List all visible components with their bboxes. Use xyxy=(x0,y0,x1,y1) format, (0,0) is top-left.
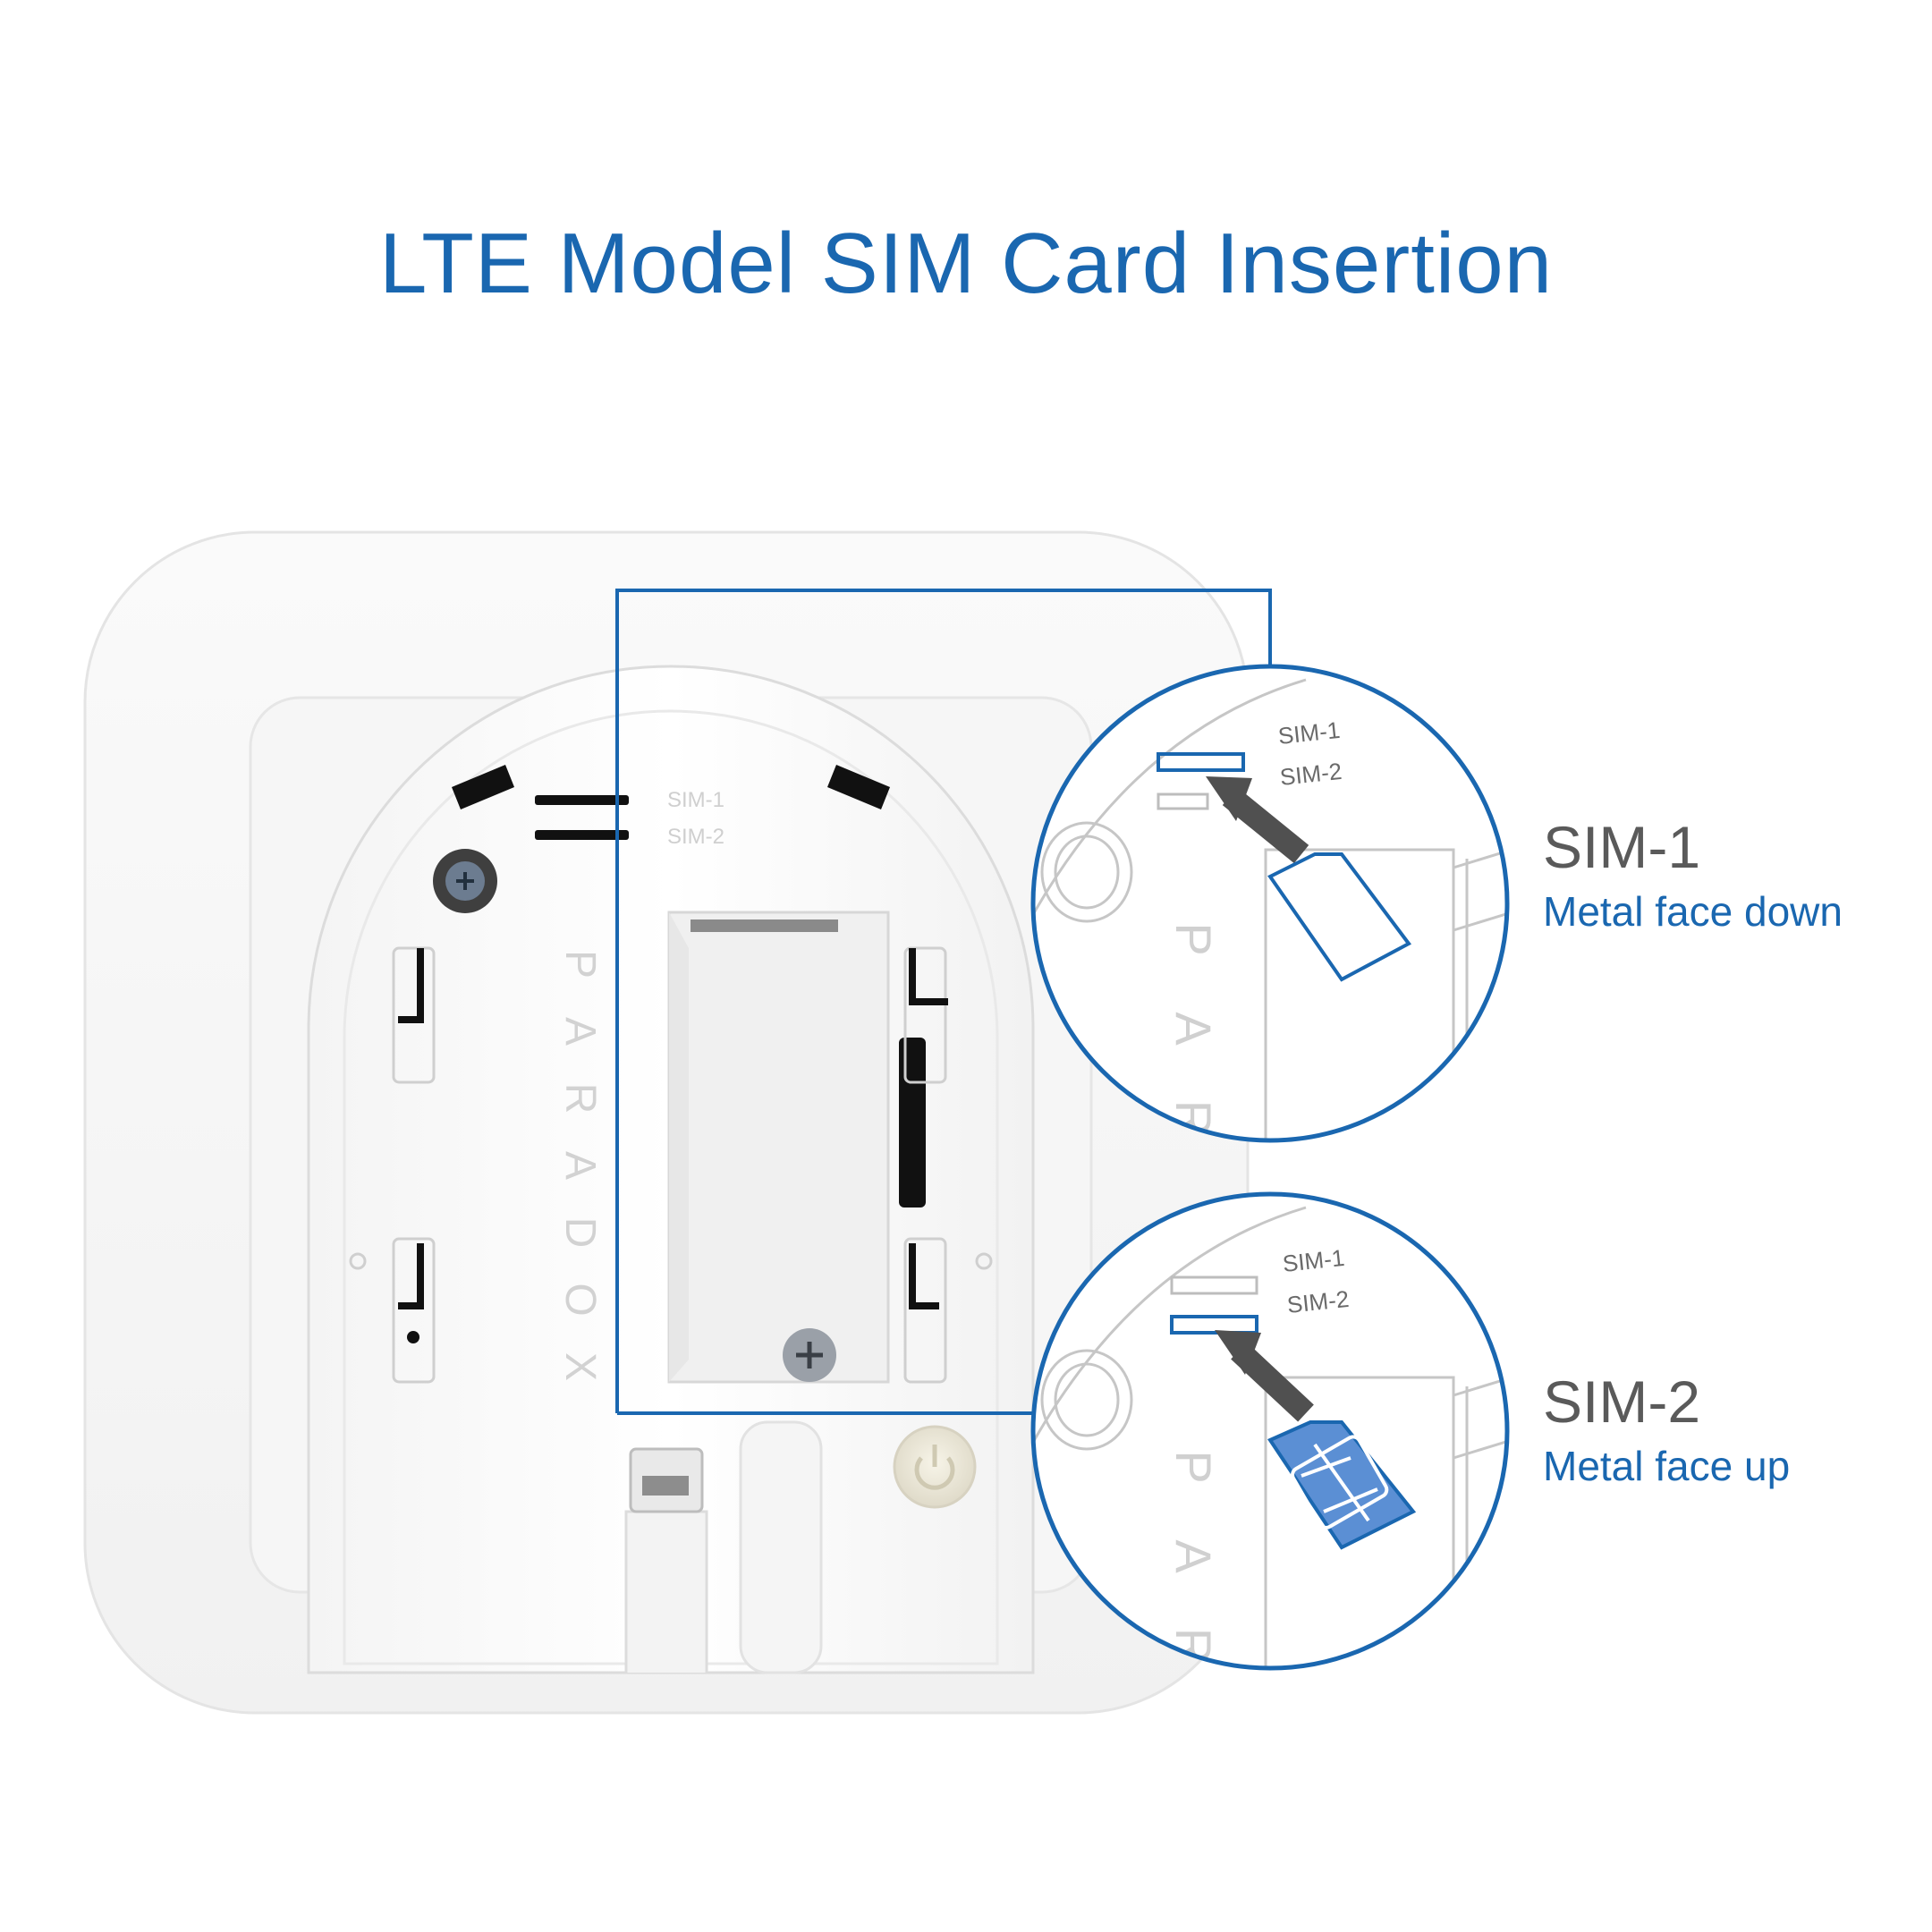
callout-sim1-heading: SIM-1 xyxy=(1543,814,1700,880)
brand-letters: P A R A D O X xyxy=(556,950,604,1381)
device-brand-letter: P xyxy=(556,950,604,979)
device-brand-letter: D xyxy=(556,1217,604,1249)
callout-text-sim2: SIM-2 Metal face up xyxy=(1543,1368,1790,1489)
device-slot-label-sim1: SIM-1 xyxy=(667,788,724,812)
zoom-sim2-slot xyxy=(1157,792,1209,810)
callout-text-sim1: SIM-1 Metal face down xyxy=(1543,814,1843,935)
sim-card-icon xyxy=(1267,852,1411,982)
callout-sim2-heading: SIM-2 xyxy=(1543,1368,1700,1435)
zoom-sim1-slot xyxy=(1157,752,1245,772)
sim-card-icon xyxy=(1267,1420,1417,1550)
callout-brand-letter: P xyxy=(1165,1450,1222,1483)
device-brand-letter: A xyxy=(556,1017,604,1046)
device-sim1-slot xyxy=(535,795,629,805)
callout-brand-letter: A xyxy=(1165,1012,1222,1046)
callout-brand-letter: A xyxy=(1165,1539,1222,1573)
zoom-label-sim1: SIM-1 xyxy=(1276,716,1341,750)
zoom-label-sim2: SIM-2 xyxy=(1285,1285,1350,1318)
power-button-icon xyxy=(893,1425,977,1509)
callout-brand-letter: P xyxy=(1165,922,1222,955)
arrow-icon xyxy=(1206,776,1309,864)
callout-connector xyxy=(615,589,1272,1415)
device-sim2-slot xyxy=(535,830,629,840)
mounting-keyholes xyxy=(349,946,993,1384)
zoom-label-sim1: SIM-1 xyxy=(1281,1244,1345,1277)
callout-sim1-zoom: P A R SIM-1 SIM-2 xyxy=(1030,664,1510,1143)
screw-icon xyxy=(433,849,497,913)
device-brand-letter: X xyxy=(556,1352,604,1381)
arrow-icon xyxy=(1215,1330,1314,1422)
callout-sim1-caption: Metal face down xyxy=(1543,888,1843,935)
housing-tabs xyxy=(452,765,926,1208)
device-brand-letter: R xyxy=(556,1083,604,1114)
housing-bottom-features xyxy=(624,1420,823,1674)
device-brand-letter: A xyxy=(556,1151,604,1180)
sim-recess xyxy=(667,911,890,1384)
zoom-sim2-slot xyxy=(1170,1315,1258,1335)
device-sim-slots: SIM-1 SIM-2 xyxy=(535,788,724,849)
device-slot-label-sim2: SIM-2 xyxy=(667,825,724,849)
zoom-label-sim2: SIM-2 xyxy=(1278,758,1343,791)
zoom-sim1-slot xyxy=(1170,1275,1258,1295)
screw-icon xyxy=(783,1328,836,1382)
callout-sim2-caption: Metal face up xyxy=(1543,1443,1790,1489)
page-title: LTE Model SIM Card Insertion xyxy=(378,216,1554,311)
device-brand-letter: O xyxy=(556,1283,604,1316)
